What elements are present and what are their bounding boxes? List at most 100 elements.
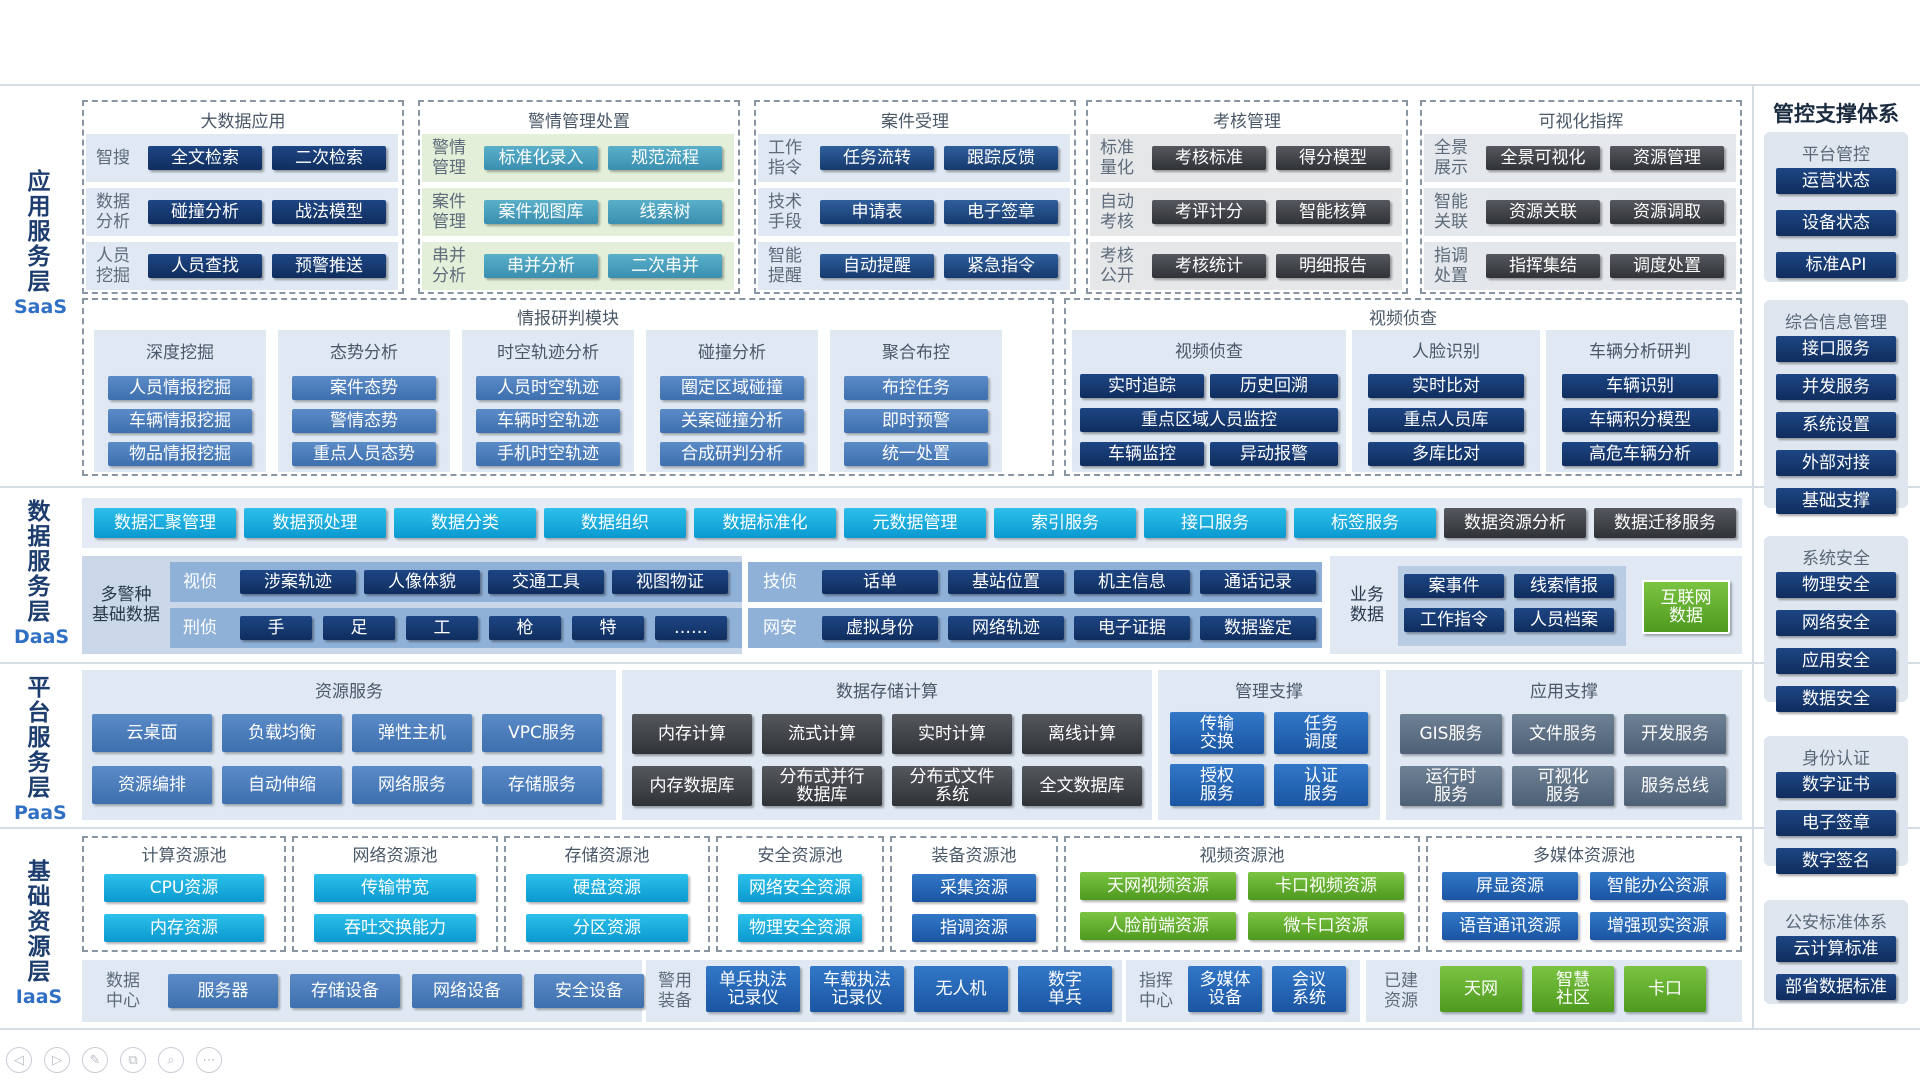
module-alert-btn[interactable]: 二次串并 — [608, 254, 722, 278]
paas-resource-btn[interactable]: 弹性主机 — [352, 714, 472, 752]
paas-mgmt-btn[interactable]: 授权 服务 — [1170, 764, 1264, 806]
iaas-built-btn[interactable]: 智慧 社区 — [1532, 966, 1614, 1012]
daas-jizhen-btn[interactable]: 通话记录 — [1200, 570, 1316, 594]
module-visual-btn[interactable]: 全景可视化 — [1486, 146, 1600, 170]
module-visual-btn[interactable]: 指挥集结 — [1486, 254, 1600, 278]
side-btn[interactable]: 标准API — [1776, 252, 1896, 278]
module-case-btn[interactable]: 电子签章 — [944, 200, 1058, 224]
intel-btn[interactable]: 布控任务 — [844, 376, 988, 400]
paas-mgmt-btn[interactable]: 任务 调度 — [1274, 712, 1368, 754]
paas-storage-btn[interactable]: 实时计算 — [892, 714, 1012, 754]
paas-app-btn[interactable]: 运行时 服务 — [1400, 766, 1502, 806]
side-btn[interactable]: 运营状态 — [1776, 168, 1896, 194]
iaas-built-btn[interactable]: 卡口 — [1624, 966, 1706, 1012]
iaas-cmd-btn[interactable]: 会议 系统 — [1272, 966, 1346, 1012]
daas-wangan-btn[interactable]: 虚拟身份 — [822, 616, 938, 640]
video-search-btn[interactable]: 车辆监控 — [1080, 442, 1204, 466]
module-visual-btn[interactable]: 调度处置 — [1610, 254, 1724, 278]
intel-btn[interactable]: 警情态势 — [292, 409, 436, 433]
module-bigdata-btn[interactable]: 二次检索 — [272, 146, 386, 170]
daas-xingzhen-btn[interactable]: 手 — [240, 616, 312, 640]
intel-btn[interactable]: 人员时空轨迹 — [476, 376, 620, 400]
iaas-dc-btn[interactable]: 安全设备 — [534, 974, 644, 1008]
side-btn[interactable]: 并发服务 — [1776, 374, 1896, 400]
intel-btn[interactable]: 即时预警 — [844, 409, 988, 433]
daas-wangan-btn[interactable]: 数据鉴定 — [1200, 616, 1316, 640]
paas-app-btn[interactable]: 开发服务 — [1624, 714, 1726, 754]
video-face-btn[interactable]: 重点人员库 — [1368, 408, 1524, 432]
module-exam-btn[interactable]: 智能核算 — [1276, 200, 1390, 224]
daas-shizhen-btn[interactable]: 视图物证 — [612, 570, 728, 594]
iaas-pool-btn[interactable]: 指调资源 — [912, 914, 1036, 942]
iaas-police-btn[interactable]: 数字 单兵 — [1018, 966, 1112, 1012]
daas-biz-btn[interactable]: 人员档案 — [1514, 608, 1614, 632]
iaas-pool-btn[interactable]: 硬盘资源 — [526, 874, 688, 902]
side-btn[interactable]: 数据安全 — [1776, 686, 1896, 712]
iaas-pool-btn[interactable]: 分区资源 — [526, 914, 688, 942]
iaas-cmd-btn[interactable]: 多媒体 设备 — [1188, 966, 1262, 1012]
iaas-pool-btn[interactable]: 人脸前端资源 — [1080, 912, 1236, 940]
daas-xingzhen-btn[interactable]: 枪 — [489, 616, 561, 640]
side-btn[interactable]: 物理安全 — [1776, 572, 1896, 598]
intel-btn[interactable]: 重点人员态势 — [292, 442, 436, 466]
module-case-btn[interactable]: 紧急指令 — [944, 254, 1058, 278]
module-case-btn[interactable]: 跟踪反馈 — [944, 146, 1058, 170]
daas-shizhen-btn[interactable]: 人像体貌 — [364, 570, 480, 594]
daas-top-btn[interactable]: 数据组织 — [544, 508, 686, 538]
video-search-btn[interactable]: 历史回溯 — [1210, 374, 1338, 398]
module-exam-btn[interactable]: 考评计分 — [1152, 200, 1266, 224]
paas-storage-btn[interactable]: 离线计算 — [1022, 714, 1142, 754]
daas-top-btn[interactable]: 数据汇聚管理 — [94, 508, 236, 538]
iaas-pool-btn[interactable]: 采集资源 — [912, 874, 1036, 902]
daas-xingzhen-btn[interactable]: 足 — [323, 616, 395, 640]
side-btn[interactable]: 外部对接 — [1776, 450, 1896, 476]
side-btn[interactable]: 部省数据标准 — [1776, 974, 1896, 1000]
paas-resource-btn[interactable]: 负载均衡 — [222, 714, 342, 752]
iaas-pool-btn[interactable]: 网络安全资源 — [738, 874, 862, 902]
module-bigdata-btn[interactable]: 战法模型 — [272, 200, 386, 224]
daas-jizhen-btn[interactable]: 机主信息 — [1074, 570, 1190, 594]
paas-app-btn[interactable]: 服务总线 — [1624, 766, 1726, 806]
module-bigdata-btn[interactable]: 全文检索 — [148, 146, 262, 170]
side-btn[interactable]: 网络安全 — [1776, 610, 1896, 636]
prev-icon[interactable]: ◁ — [6, 1047, 32, 1073]
side-btn[interactable]: 基础支撑 — [1776, 488, 1896, 514]
module-alert-btn[interactable]: 标准化录入 — [484, 146, 598, 170]
daas-xingzhen-btn[interactable]: 特 — [572, 616, 644, 640]
module-alert-btn[interactable]: 串并分析 — [484, 254, 598, 278]
video-search-btn[interactable]: 异动报警 — [1210, 442, 1338, 466]
daas-top-btn[interactable]: 数据分类 — [394, 508, 536, 538]
daas-top-btn[interactable]: 元数据管理 — [844, 508, 986, 538]
video-search-btn[interactable]: 实时追踪 — [1080, 374, 1204, 398]
paas-app-btn[interactable]: GIS服务 — [1400, 714, 1502, 754]
iaas-police-btn[interactable]: 单兵执法 记录仪 — [706, 966, 800, 1012]
paas-app-btn[interactable]: 文件服务 — [1512, 714, 1614, 754]
side-btn[interactable]: 数字证书 — [1776, 772, 1896, 798]
daas-biz-btn[interactable]: 工作指令 — [1404, 608, 1504, 632]
daas-shizhen-btn[interactable]: 涉案轨迹 — [240, 570, 356, 594]
paas-storage-btn[interactable]: 分布式文件 系统 — [892, 766, 1012, 806]
iaas-pool-btn[interactable]: 屏显资源 — [1442, 872, 1578, 900]
intel-btn[interactable]: 车辆时空轨迹 — [476, 409, 620, 433]
paas-storage-btn[interactable]: 内存数据库 — [632, 766, 752, 806]
iaas-pool-btn[interactable]: 卡口视频资源 — [1248, 872, 1404, 900]
intel-btn[interactable]: 统一处置 — [844, 442, 988, 466]
video-vehicle-btn[interactable]: 车辆积分模型 — [1562, 408, 1718, 432]
module-case-btn[interactable]: 自动提醒 — [820, 254, 934, 278]
module-alert-btn[interactable]: 规范流程 — [608, 146, 722, 170]
daas-biz-btn[interactable]: 案事件 — [1404, 574, 1504, 598]
pen-icon[interactable]: ✎ — [82, 1047, 108, 1073]
daas-wangan-btn[interactable]: 电子证据 — [1074, 616, 1190, 640]
intel-btn[interactable]: 案件态势 — [292, 376, 436, 400]
daas-top-btn[interactable]: 索引服务 — [994, 508, 1136, 538]
play-icon[interactable]: ▷ — [44, 1047, 70, 1073]
iaas-built-btn[interactable]: 天网 — [1440, 966, 1522, 1012]
iaas-pool-btn[interactable]: 内存资源 — [104, 914, 264, 942]
daas-top-btn[interactable]: 数据迁移服务 — [1594, 508, 1736, 538]
iaas-pool-btn[interactable]: 语音通讯资源 — [1442, 912, 1578, 940]
module-visual-btn[interactable]: 资源关联 — [1486, 200, 1600, 224]
paas-storage-btn[interactable]: 分布式并行 数据库 — [762, 766, 882, 806]
daas-xingzhen-btn[interactable]: 工 — [406, 616, 478, 640]
paas-storage-btn[interactable]: 全文数据库 — [1022, 766, 1142, 806]
side-btn[interactable]: 应用安全 — [1776, 648, 1896, 674]
